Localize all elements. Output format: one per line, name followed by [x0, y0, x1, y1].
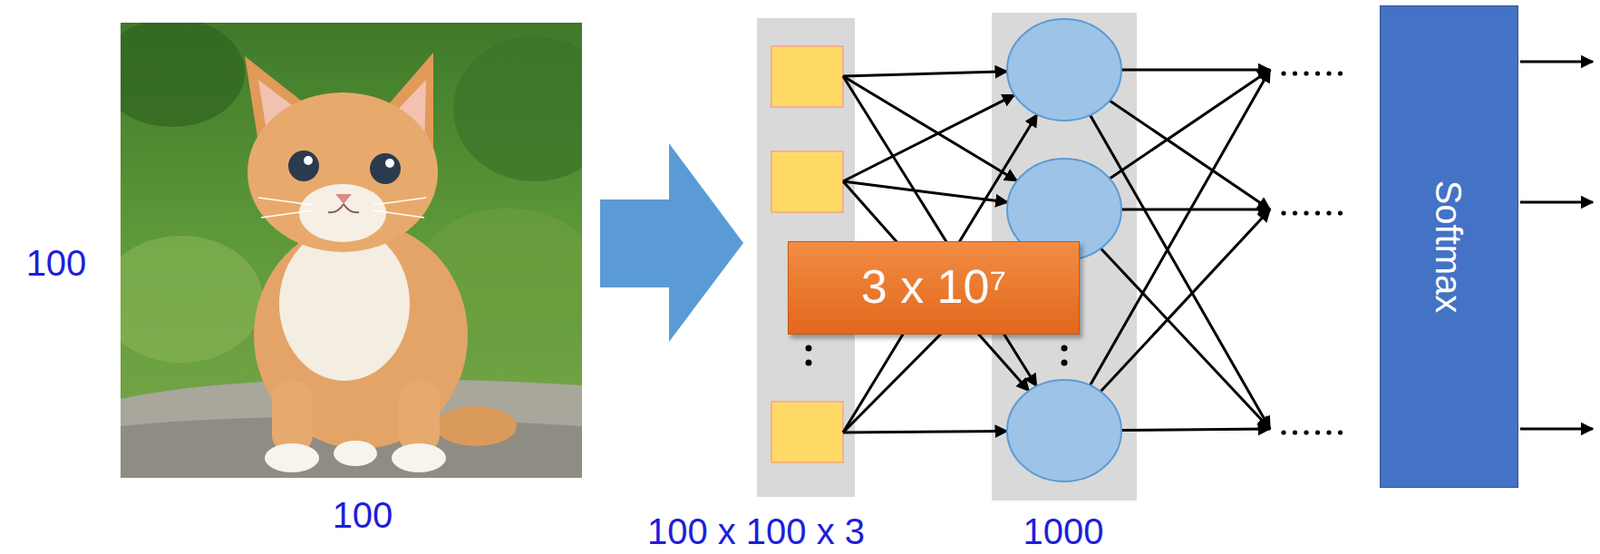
hidden-neuron	[1007, 19, 1122, 121]
ellipsis-dot	[1061, 359, 1068, 367]
input-unit	[771, 401, 844, 463]
ellipsis-dot	[1303, 429, 1309, 435]
ellipsis-dot	[1280, 429, 1286, 435]
connection-arrow	[1121, 208, 1271, 212]
dimension-label: 100	[26, 244, 88, 282]
hidden-neuron	[1007, 379, 1122, 482]
input-unit	[771, 151, 844, 213]
connection-arrow	[843, 431, 1008, 433]
dimension-label: 100	[332, 496, 394, 534]
ellipsis-dot	[1292, 70, 1298, 76]
ellipsis-dot	[805, 359, 813, 367]
connection-arrow	[1100, 248, 1271, 429]
connection-arrow	[1121, 428, 1271, 430]
ellipsis-dot	[1326, 429, 1331, 435]
ellipsis-dot	[1315, 210, 1320, 215]
connection-arrow	[843, 95, 1015, 182]
ellipsis-dot	[1303, 70, 1309, 76]
connection-arrow	[843, 247, 1027, 433]
connection-arrow	[1090, 115, 1271, 429]
ellipsis-dot	[1315, 429, 1320, 435]
node-text: Softmax	[1428, 180, 1469, 314]
connection-arrow	[1100, 209, 1271, 392]
ellipsis-dot	[1280, 210, 1286, 215]
ellipsis-dot	[1326, 210, 1331, 215]
ellipsis-dot	[1315, 70, 1320, 76]
input-unit	[771, 46, 844, 107]
ellipsis-dot	[1338, 70, 1343, 76]
ellipsis-dot	[1338, 429, 1343, 435]
connection-arrow	[1109, 69, 1271, 179]
connection-arrow	[1520, 60, 1593, 64]
connection-arrow	[843, 181, 1029, 391]
connection-arrow	[1520, 427, 1593, 431]
ellipsis-dot	[1326, 70, 1331, 76]
dimension-label: 100 x 100 x 3	[647, 513, 865, 550]
ellipsis-dot	[1338, 210, 1343, 215]
connection-arrow	[1520, 201, 1593, 204]
parameter-count-box: 3 x 10⁷	[787, 241, 1080, 335]
ellipsis-dot	[1292, 210, 1298, 215]
dimension-label: 1000	[1023, 513, 1105, 550]
big-arrow	[600, 143, 744, 342]
ellipsis-dot	[1061, 345, 1068, 352]
cat-photo	[120, 22, 582, 478]
connection-arrow	[843, 71, 1008, 77]
ellipsis-dot	[805, 345, 813, 352]
connection-arrow	[1121, 68, 1271, 72]
connection-arrow	[843, 181, 1009, 203]
softmax-layer: Softmax	[1379, 5, 1519, 488]
ellipsis-dot	[1280, 70, 1286, 76]
ellipsis-dot	[1303, 210, 1309, 215]
connection-arrow	[843, 76, 1018, 182]
ellipsis-dots	[1280, 70, 1343, 435]
ellipsis-dot	[1292, 429, 1298, 435]
connection-arrow	[843, 76, 1037, 387]
node-text: 3 x 10⁷	[861, 261, 1007, 313]
